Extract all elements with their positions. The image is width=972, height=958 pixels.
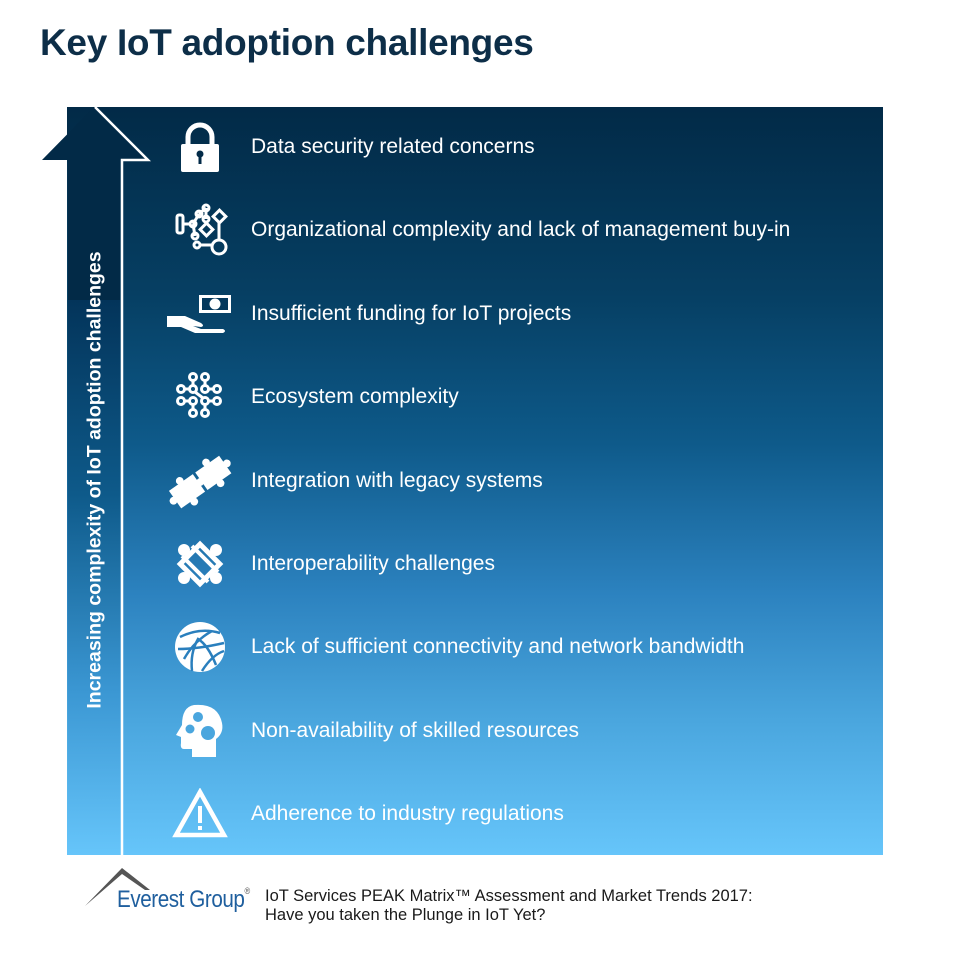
everest-mountain-logo-icon [85, 868, 150, 906]
page-title: Key IoT adoption challenges [40, 22, 534, 63]
hand-money-icon [165, 284, 235, 344]
challenge-item: Ecosystem complexity [165, 367, 459, 427]
challenge-label: Data security related concerns [251, 135, 535, 158]
interlock-icon [165, 534, 235, 594]
org-chart-icon [165, 200, 235, 260]
head-gears-icon [165, 701, 235, 761]
challenge-label: Insufficient funding for IoT projects [251, 302, 572, 325]
challenge-item: Insufficient funding for IoT projects [165, 284, 571, 344]
network-nodes-icon [165, 367, 235, 427]
puzzle-icon [165, 451, 235, 511]
challenge-label: Lack of sufficient connectivity and netw… [251, 635, 745, 658]
challenge-item: Non-availability of skilled resources [165, 701, 579, 761]
challenge-item: Data security related concerns [165, 117, 535, 177]
challenge-label: Integration with legacy systems [251, 469, 543, 492]
challenge-label: Ecosystem complexity [251, 385, 459, 408]
challenge-item: Lack of sufficient connectivity and netw… [165, 617, 744, 677]
challenge-item: Organizational complexity and lack of ma… [165, 200, 790, 260]
challenge-label: Adherence to industry regulations [251, 802, 564, 825]
warning-icon [165, 784, 235, 844]
lock-icon [165, 117, 235, 177]
source-citation: IoT Services PEAK Matrix™ Assessment and… [265, 887, 753, 924]
challenge-label: Non-availability of skilled resources [251, 719, 579, 742]
challenge-label: Interoperability challenges [251, 552, 495, 575]
challenge-item: Adherence to industry regulations [165, 784, 564, 844]
everest-group-logo: Everest Group® [117, 886, 250, 913]
globe-network-icon [165, 617, 235, 677]
challenge-label: Organizational complexity and lack of ma… [251, 218, 791, 241]
challenge-item: Interoperability challenges [165, 534, 495, 594]
challenge-item: Integration with legacy systems [165, 451, 543, 511]
axis-label: Increasing complexity of IoT adoption ch… [83, 251, 106, 709]
